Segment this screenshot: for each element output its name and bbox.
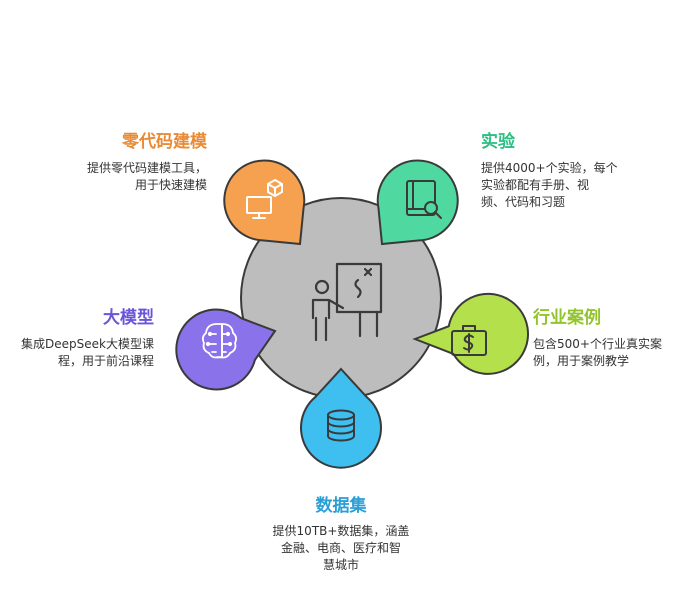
cases-desc: 包含500+个行业真实案 例，用于案例教学 <box>533 337 662 368</box>
datasets-drop <box>300 367 382 469</box>
book-magnifier-icon <box>406 180 442 219</box>
lab-title: 实验 <box>481 132 515 152</box>
llm-desc: 集成DeepSeek大模型课 程，用于前沿课程 <box>21 337 154 368</box>
datasets-title: 数据集 <box>315 496 367 516</box>
computer-box-icon <box>246 179 283 219</box>
lowcode-desc: 提供零代码建模工具， 用于快速建模 <box>86 161 207 192</box>
llm-drop <box>175 308 277 391</box>
cases-drop <box>412 292 529 375</box>
teacher-board-icon <box>311 262 383 342</box>
datasets-desc: 提供10TB+数据集，涵盖 金融、电商、医疗和智 慧城市 <box>272 524 410 572</box>
briefcase-dollar-icon <box>451 325 487 356</box>
brain-circuit-icon <box>201 323 238 359</box>
lab-desc: 提供4000+个实验，每个 实验都配有手册、视 频、代码和习题 <box>481 161 618 209</box>
llm-title: 大模型 <box>103 308 154 328</box>
lowcode-title: 零代码建模 <box>122 132 207 152</box>
cases-title: 行业案例 <box>533 308 601 328</box>
database-icon <box>327 409 355 442</box>
lowcode-drop <box>223 159 306 246</box>
lab-drop <box>376 159 459 246</box>
